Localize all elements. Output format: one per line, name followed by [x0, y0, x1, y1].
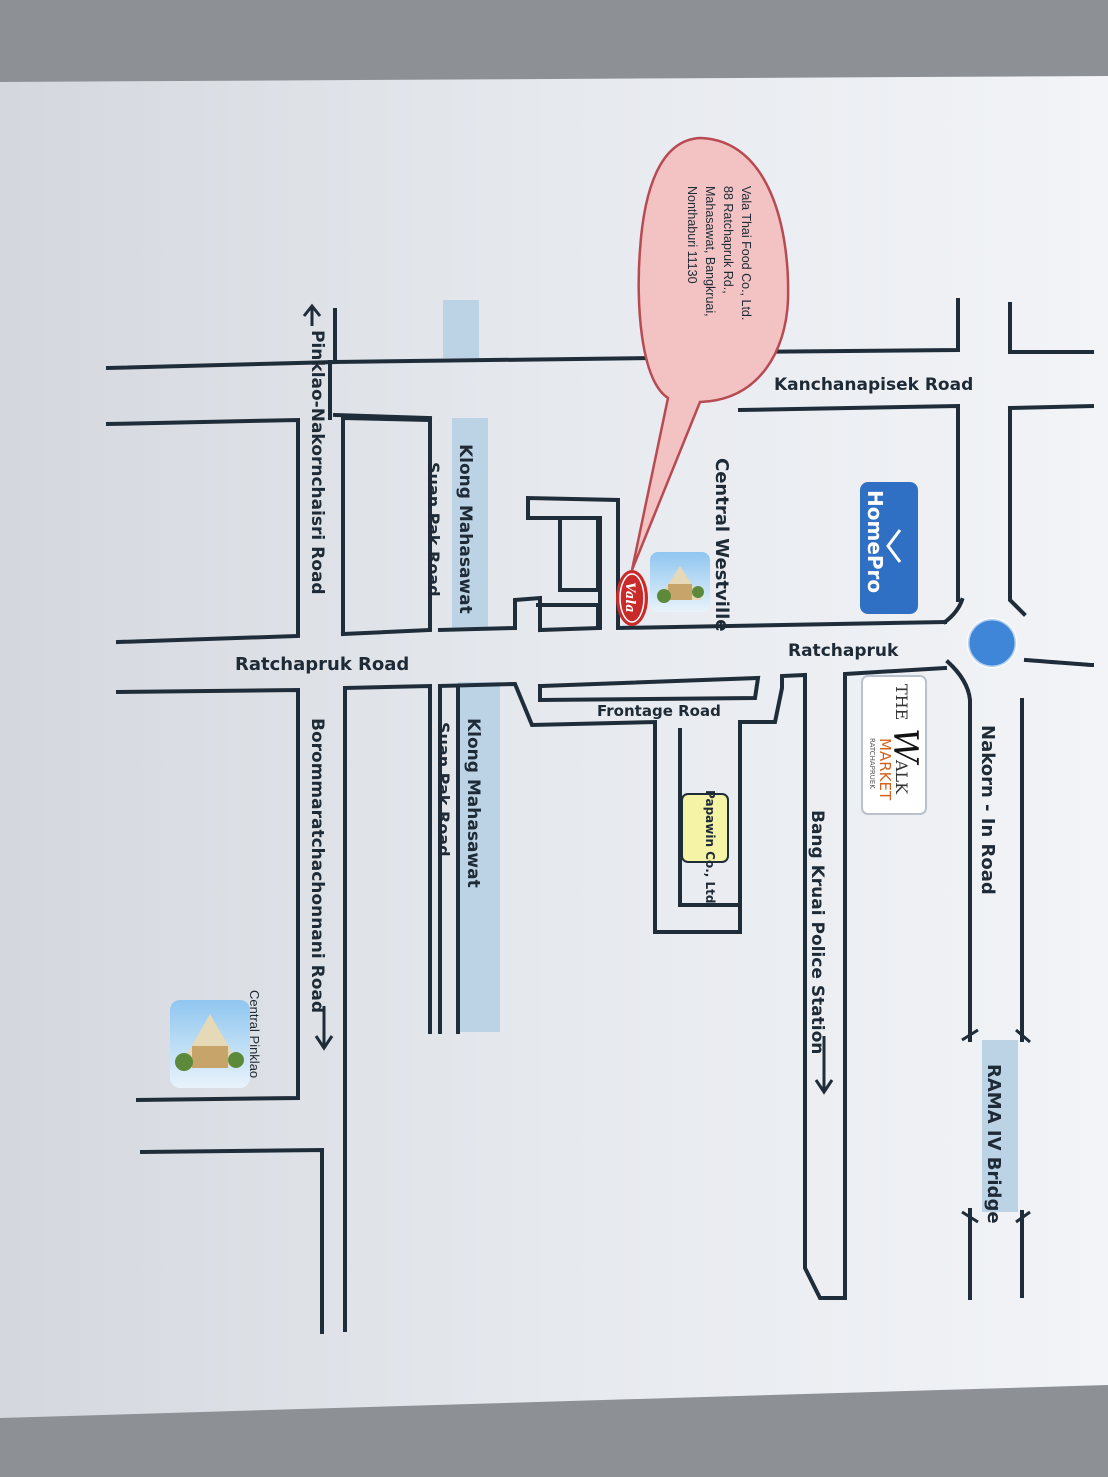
- canal-segment: [443, 300, 479, 358]
- canal-label-bottom: Klong Mahasawat: [463, 718, 483, 888]
- vala-logo-pin: Vala: [616, 570, 648, 626]
- road-label-suan-pak-top: Suan Pak Road: [424, 462, 443, 597]
- road-network: [105, 298, 1095, 1334]
- svg-text:THE: THE: [892, 684, 911, 720]
- homepro-text: HomePro: [863, 490, 887, 593]
- road-label-ratchapruk-right: Ratchapruk: [788, 641, 899, 661]
- road-label-frontage: Frontage Road: [597, 702, 721, 720]
- homepro-logo: HomePro: [860, 482, 918, 614]
- svg-text:Vala: Vala: [622, 582, 637, 613]
- the-walk-market-logo: THE W ALK MARKET RATCHAPRUEK: [861, 675, 927, 815]
- svg-text:ALK: ALK: [892, 759, 911, 795]
- road-label-kanchanapisek: Kanchanapisek Road: [774, 375, 973, 395]
- address-callout: Vala Thai Food Co., Ltd. 88 Ratchapruk R…: [630, 136, 790, 571]
- svg-text:W: W: [885, 728, 925, 766]
- papawin-text: Papawin Co., Ltd.: [703, 790, 717, 908]
- road-label-nakorn-in: Nakorn - In Road: [977, 725, 998, 895]
- roundabout-icon: [968, 619, 1016, 667]
- callout-line-3: Mahasawat, Bangkruai,: [703, 186, 717, 317]
- callout-line-4: Nonthaburi 11130: [685, 186, 699, 284]
- road-label-suan-pak-bottom: Suan Pak Road: [434, 722, 453, 857]
- department-store-icon: [650, 552, 710, 612]
- canal-label-top: Klong Mahasawat: [455, 444, 475, 614]
- road-label-ratchapruk-left: Ratchapruk Road: [235, 654, 409, 675]
- department-store-icon: [170, 1000, 250, 1088]
- callout-line-1: Vala Thai Food Co., Ltd.: [739, 186, 753, 320]
- svg-text:MARKET: MARKET: [876, 738, 894, 801]
- right-arrow-icon: [314, 1006, 334, 1051]
- road-label-borommarat: Borommaratchachonnani Road: [307, 718, 327, 1013]
- canal-segment: [452, 418, 488, 630]
- bridge-highlight: [982, 1040, 1018, 1212]
- svg-text:RATCHAPRUEK: RATCHAPRUEK: [868, 738, 876, 789]
- paper-sheet: [0, 76, 1108, 1418]
- label-central-westville: Central Westville: [711, 458, 732, 632]
- label-central-pinklao: Central Pinklao: [247, 990, 262, 1078]
- callout-line-2: 88 Ratchapruk Rd.,: [721, 186, 735, 294]
- label-police-station: Bang Kruai Police Station: [807, 810, 827, 1054]
- papawin-label: Papawin Co., Ltd.: [681, 790, 729, 908]
- bridge-ticks: [961, 1028, 1031, 1224]
- road-label-pinklao: Pinklao-Nakornchaisri Road: [307, 330, 327, 595]
- left-arrow-icon: [302, 303, 322, 326]
- label-rama-iv-bridge: RAMA IV Bridge: [983, 1064, 1004, 1224]
- canal-segment: [458, 682, 500, 1032]
- right-arrow-icon: [814, 1036, 834, 1095]
